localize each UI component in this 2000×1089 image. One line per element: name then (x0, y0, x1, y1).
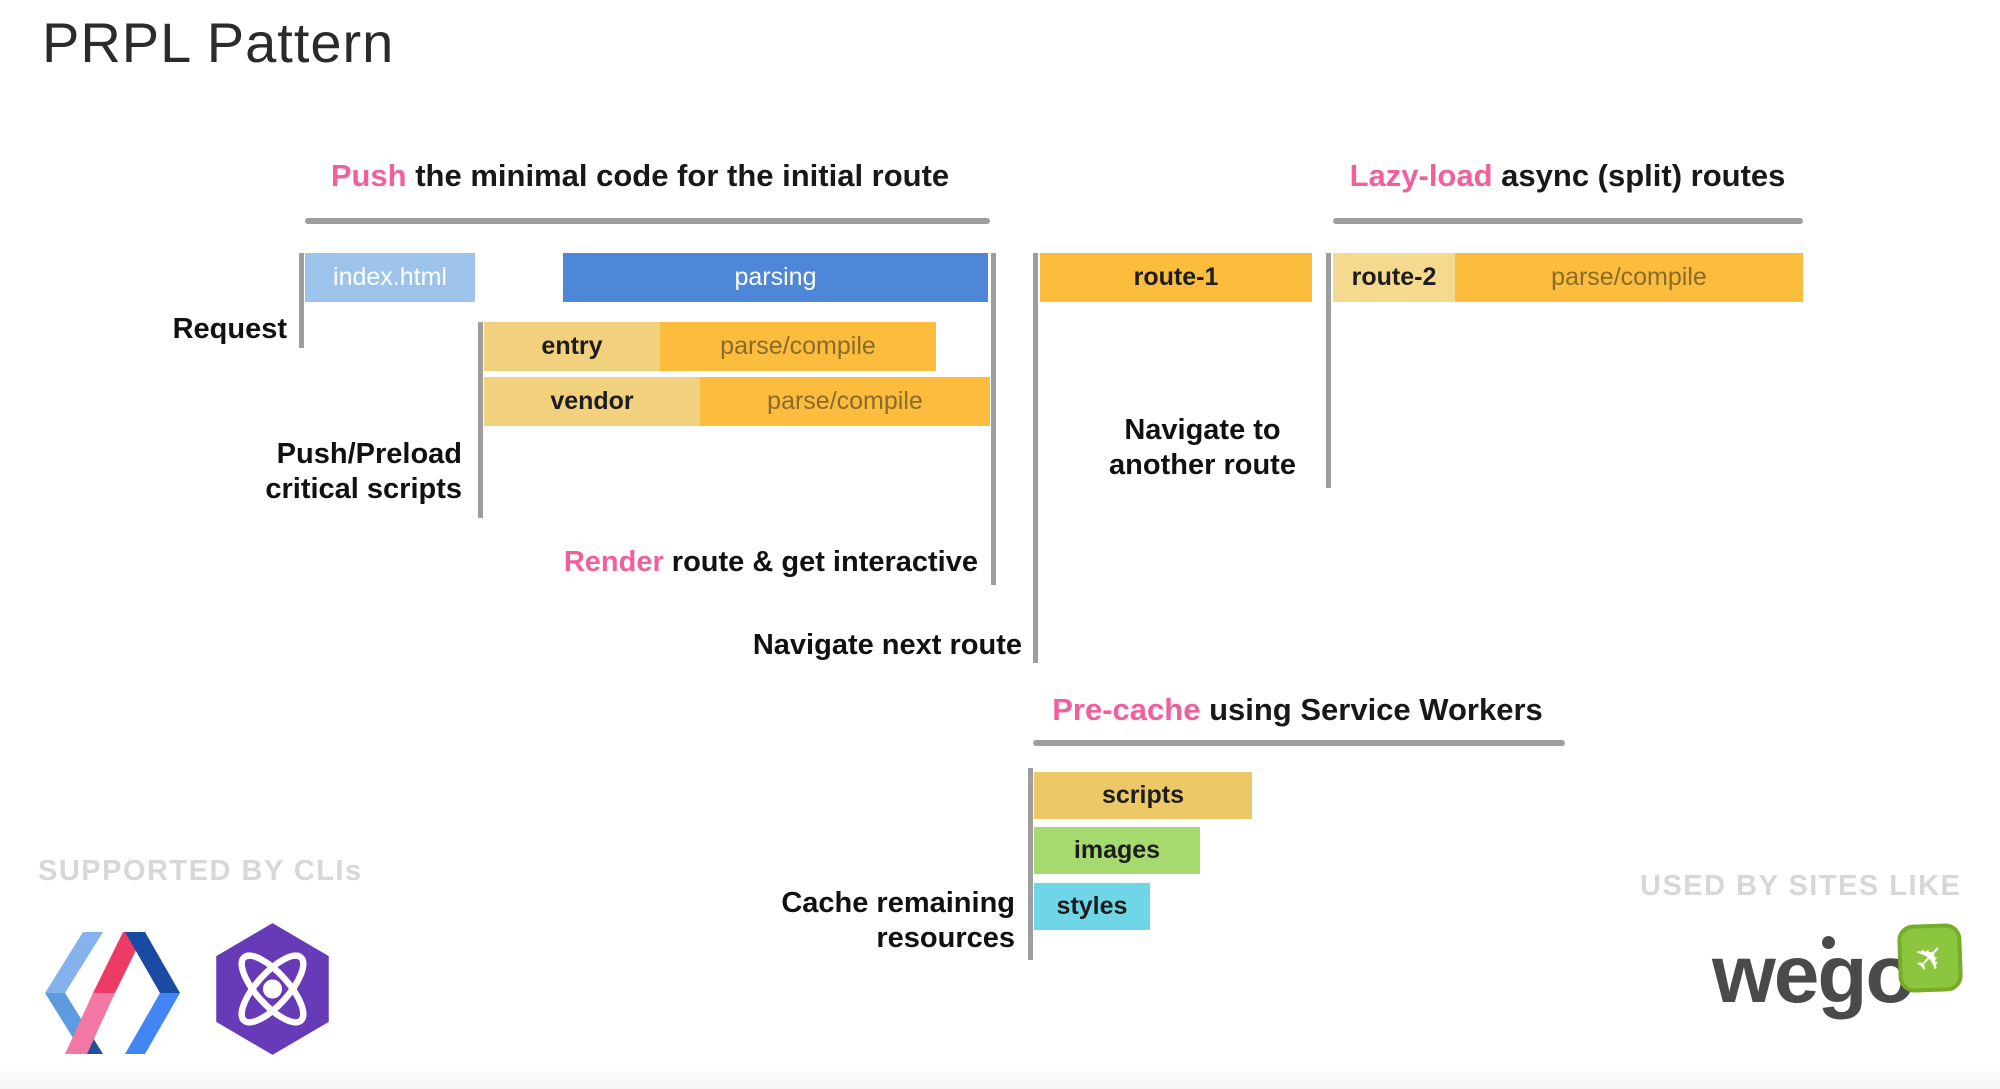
label-cache-remaining: Cache remaining resources (740, 886, 1015, 957)
heading-push-highlight: Push (330, 158, 407, 193)
label-navigate-another: Navigate to another route (1090, 413, 1315, 484)
heading-precache-underline (1033, 740, 1565, 746)
navigate-another-timeline-line (1326, 253, 1331, 488)
bar-entry: entry (484, 322, 660, 371)
heading-lazy-underline (1333, 218, 1803, 224)
heading-lazy-highlight: Lazy-load (1349, 158, 1493, 193)
label-navigate-another-line1: Navigate to (1124, 414, 1281, 446)
heading-push: Push the minimal code for the initial ro… (280, 158, 1000, 194)
label-navigate-another-line2: another route (1109, 449, 1296, 482)
bar-parsing: parsing (563, 253, 988, 302)
navigate-next-timeline-line (1033, 253, 1038, 663)
supported-by-clis-label: SUPPORTED BY CLIs (38, 855, 363, 887)
used-by-sites-label: USED BY SITES LIKE (1640, 870, 1962, 902)
wego-g-dot (1822, 936, 1835, 949)
bar-route-2-parse-compile: parse/compile (1455, 253, 1803, 302)
label-render-highlight: Render (563, 546, 664, 578)
push-preload-timeline-line (478, 322, 483, 518)
preact-logo-icon (205, 920, 340, 1058)
bar-vendor-parse-compile: parse/compile (700, 377, 990, 426)
label-cache-remaining-line2: resources (876, 922, 1015, 955)
wego-logo-text: wego (1712, 929, 1916, 1020)
render-timeline-line (991, 253, 996, 585)
request-timeline-line (299, 253, 304, 348)
label-navigate-next: Navigate next route (752, 629, 1022, 661)
bar-entry-parse-compile: parse/compile (660, 322, 936, 371)
bar-scripts: scripts (1034, 772, 1252, 819)
heading-lazy: Lazy-load async (split) routes (1310, 158, 1825, 194)
heading-precache-highlight: Pre-cache (1052, 692, 1201, 727)
heading-precache-rest: using Service Workers (1200, 692, 1543, 727)
label-push-preload-line1: Push/Preload (276, 438, 462, 470)
cache-timeline-line (1028, 768, 1033, 960)
bar-route-2: route-2 (1333, 253, 1455, 302)
heading-push-rest: the minimal code for the initial route (406, 158, 950, 193)
bar-index-html: index.html (305, 253, 475, 302)
heading-lazy-rest: async (split) routes (1492, 158, 1786, 193)
page-title: PRPL Pattern (42, 11, 395, 74)
polymer-logo-icon (45, 928, 180, 1058)
bar-images: images (1034, 827, 1200, 874)
label-render-rest: route & get interactive (663, 546, 978, 578)
bar-vendor: vendor (484, 377, 700, 426)
wego-badge: ✈ (1896, 922, 1964, 994)
bar-styles: styles (1034, 883, 1150, 930)
wego-airplane-icon: ✈ (1904, 932, 1955, 983)
label-request: Request (172, 313, 287, 345)
heading-push-underline (305, 218, 990, 224)
label-cache-remaining-line1: Cache remaining (781, 887, 1015, 919)
label-push-preload: Push/Preload critical scripts (180, 437, 462, 508)
label-render: Render route & get interactive (500, 545, 978, 580)
bar-route-1: route-1 (1040, 253, 1312, 302)
label-push-preload-line2: critical scripts (265, 473, 462, 506)
heading-precache: Pre-cache using Service Workers (1020, 692, 1575, 728)
